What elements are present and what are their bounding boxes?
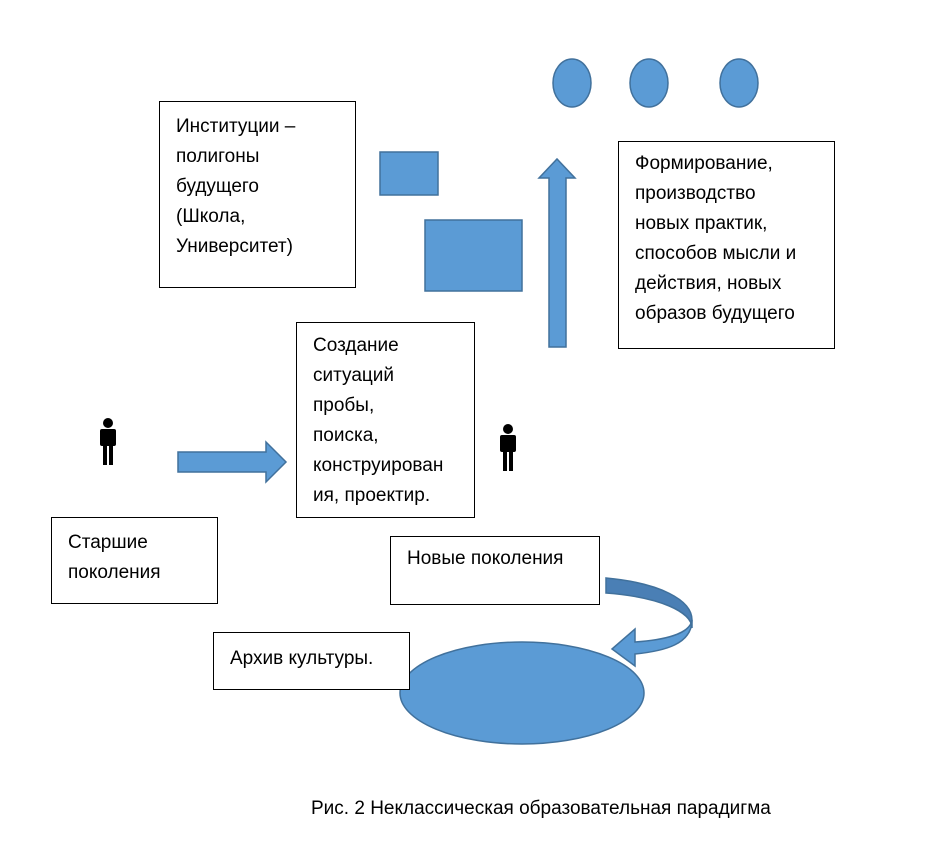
new-generations-box: Новые поколения: [390, 536, 600, 605]
box-text-line: образов будущего: [635, 303, 795, 324]
circle-shape: [629, 58, 669, 108]
box-text-line: будущего: [176, 176, 259, 197]
box-text-line: Университет): [176, 236, 293, 257]
box-text-line: Новые поколения: [407, 548, 564, 569]
archive-ellipse-shape: [399, 641, 645, 745]
box-text-line: полигоны: [176, 146, 260, 167]
box-text-line: действия, новых: [635, 273, 782, 294]
box-text-line: поиска,: [313, 425, 379, 446]
small-rectangle-shape: [379, 151, 439, 196]
older-generations-box: Старшие поколения: [51, 517, 218, 604]
box-text-line: конструирован: [313, 455, 444, 476]
formation-box: Формирование, производство новых практик, с…: [618, 141, 835, 349]
right-arrow-shape: [177, 440, 288, 484]
curved-arrow-shape: [610, 619, 693, 668]
up-arrow-shape: [537, 157, 577, 348]
person-icon: [500, 424, 516, 471]
box-text-line: (Школа,: [176, 206, 246, 227]
curved-arrow-shape: [605, 577, 693, 629]
figure-caption: Рис. 2 Неклассическая образовательная па…: [311, 798, 771, 819]
person-icon: [100, 418, 116, 465]
box-text-line: производство: [635, 183, 756, 204]
circle-shape: [552, 58, 592, 108]
box-text-line: Архив культуры.: [230, 648, 374, 669]
box-text-line: Формирование,: [635, 153, 773, 174]
box-text-line: пробы,: [313, 395, 375, 416]
box-text-line: Институции –: [176, 116, 296, 137]
archive-box: Архив культуры.: [213, 632, 410, 690]
box-text-line: ия, проектир.: [313, 485, 431, 506]
circle-shape: [719, 58, 759, 108]
box-text-line: поколения: [68, 562, 161, 583]
box-text-line: новых практик,: [635, 213, 768, 234]
box-text-line: Старшие: [68, 532, 148, 553]
institutions-box: Институции – полигоны будущего (Школа, Униве…: [159, 101, 356, 288]
box-text-line: ситуаций: [313, 365, 394, 386]
box-text-line: способов мысли и: [635, 243, 797, 264]
creation-box: Создание ситуаций пробы, поиска, конструиров…: [296, 322, 475, 518]
large-rectangle-shape: [424, 219, 523, 292]
box-text-line: Создание: [313, 335, 399, 356]
